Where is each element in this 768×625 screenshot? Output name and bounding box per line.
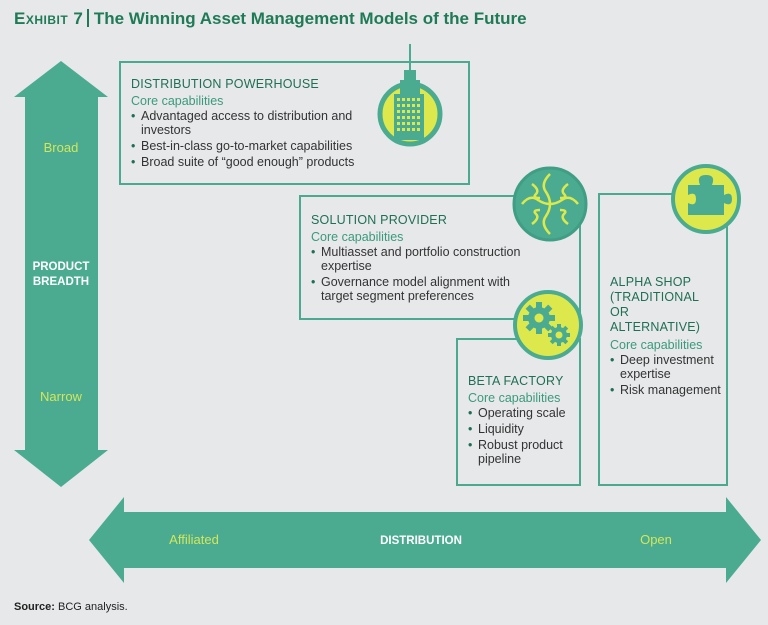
capability-item: Advantaged access to distribution and in… [131, 109, 366, 137]
source-text: BCG analysis. [58, 601, 128, 613]
source-note: Source: BCG analysis. [14, 601, 128, 613]
puzzle-piece-icon [671, 164, 741, 234]
capability-item: Broad suite of “good enough” products [131, 155, 366, 169]
axis-label-line1: PRODUCT [33, 261, 90, 273]
axis-left-label: Affiliated [169, 532, 219, 547]
exhibit-number: Exhibit 7 [14, 9, 84, 28]
model-distribution-powerhouse: DISTRIBUTION POWERHOUSE Core capabilitie… [119, 61, 470, 185]
axis-top-label: Broad [44, 140, 79, 155]
model-name: DISTRIBUTION POWERHOUSE [131, 77, 319, 91]
model-solution-provider: SOLUTION PROVIDER Core capabilities Mult… [299, 195, 581, 320]
model-name-line: (TRADITIONAL [610, 290, 700, 304]
model-name-line: OR [610, 305, 630, 319]
title-divider [87, 9, 89, 27]
capabilities-list: Multiasset and portfolio construction ex… [311, 245, 541, 303]
capability-item: Liquidity [468, 422, 578, 436]
model-name-line: ALPHA SHOP [610, 275, 692, 289]
axis-bottom-label: Narrow [40, 389, 83, 404]
capabilities-list: Deep investment expertise Risk managemen… [610, 353, 722, 397]
core-capabilities-label: Core capabilities [311, 230, 404, 244]
source-label: Source: [14, 601, 55, 613]
axis-label-line2: BREADTH [33, 276, 89, 288]
capability-item: Governance model alignment with target s… [311, 275, 541, 303]
axis-right-label: Open [640, 532, 672, 547]
core-capabilities-label: Core capabilities [131, 94, 224, 108]
puzzle-icon [512, 166, 588, 242]
model-name: BETA FACTORY [468, 374, 564, 388]
exhibit-title-text: The Winning Asset Management Models of t… [93, 9, 527, 28]
gears-icon [513, 290, 583, 360]
model-name: ALPHA SHOP (TRADITIONAL OR ALTERNATIVE) [610, 275, 726, 335]
capability-item: Multiasset and portfolio construction ex… [311, 245, 541, 273]
capability-item: Operating scale [468, 406, 578, 420]
capability-item: Best-in-class go-to-market capabilities [131, 139, 366, 153]
model-name: SOLUTION PROVIDER [311, 213, 448, 227]
model-name-line: ALTERNATIVE) [610, 320, 701, 334]
distribution-arrow [89, 497, 761, 583]
axis-label-distribution: DISTRIBUTION [380, 535, 462, 547]
exhibit-title: Exhibit 7 The Winning Asset Management Mo… [14, 9, 527, 29]
capability-item: Deep investment expertise [610, 353, 722, 381]
capability-item: Robust product pipeline [468, 438, 578, 466]
capabilities-list: Operating scale Liquidity Robust product… [468, 406, 578, 466]
capability-item: Risk management [610, 383, 722, 397]
product-breadth-arrow [14, 61, 108, 487]
core-capabilities-label: Core capabilities [610, 338, 703, 352]
model-alpha-shop: ALPHA SHOP (TRADITIONAL OR ALTERNATIVE) … [598, 193, 728, 486]
skyscraper-icon [377, 44, 443, 147]
model-beta-factory: BETA FACTORY Core capabilities Operating… [456, 338, 581, 486]
core-capabilities-label: Core capabilities [468, 391, 561, 405]
capabilities-list: Advantaged access to distribution and in… [131, 109, 366, 169]
